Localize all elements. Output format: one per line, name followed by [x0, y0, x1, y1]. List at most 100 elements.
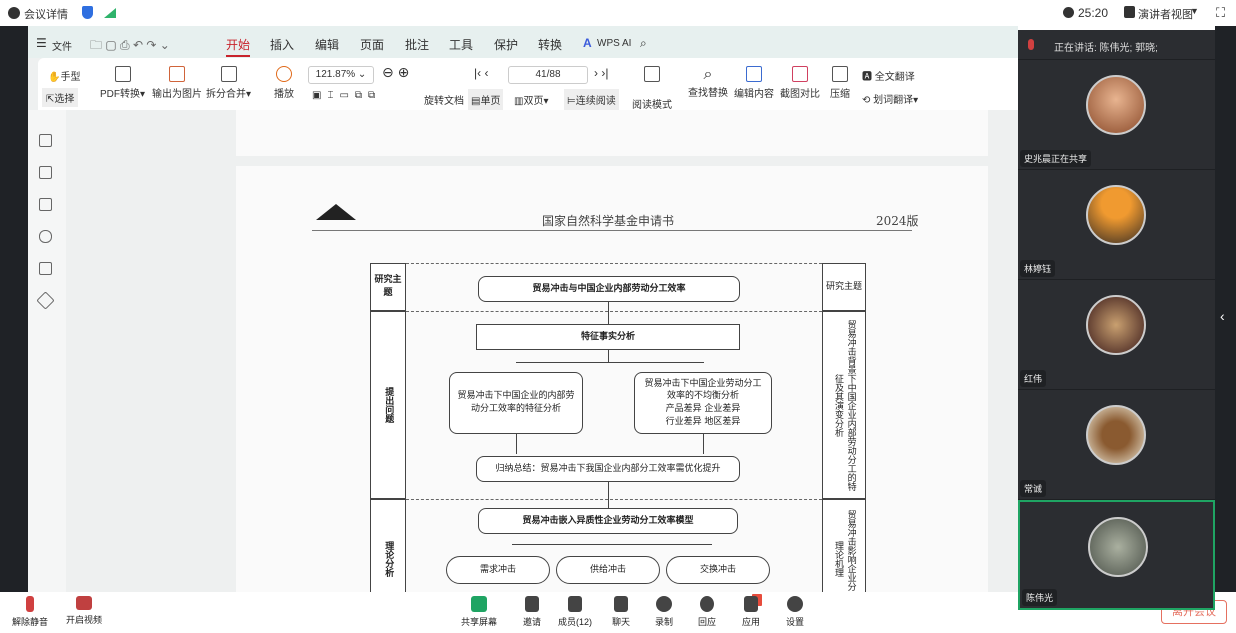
double-page-button[interactable]: ▥双页▾: [514, 96, 549, 107]
signal-icon: [104, 8, 116, 18]
continuous-read-button[interactable]: ⊨连续阅读: [564, 89, 619, 110]
thumbnail-icon[interactable]: [39, 166, 52, 179]
page-header-title: 国家自然科学基金申请书: [542, 214, 675, 228]
text-line: 产品差异 企业差异: [665, 404, 741, 414]
tab-tools[interactable]: 工具: [449, 38, 474, 52]
file-menu[interactable]: 文件: [52, 42, 72, 53]
read-mode-button[interactable]: 阅读模式: [632, 66, 672, 111]
comment-icon[interactable]: [39, 198, 52, 211]
chat-button[interactable]: 聊天: [601, 596, 641, 628]
view-fit-icons[interactable]: ▣⌶▭⧉⧉: [312, 90, 382, 101]
text-line: 行业差异 地区差异: [665, 416, 741, 427]
tab-insert[interactable]: 插入: [270, 38, 295, 52]
connector: [608, 350, 609, 362]
left-label-theme: 研究主题: [370, 263, 406, 311]
hand-tool[interactable]: ✋手型: [48, 72, 81, 83]
avatar: [1086, 295, 1146, 355]
apps-button[interactable]: 应用: [731, 596, 771, 628]
word-translate-button[interactable]: ⟲ 划词翻译▾: [862, 95, 919, 106]
participant-tile[interactable]: 常诚: [1018, 390, 1215, 500]
doc-sidebar: [28, 110, 66, 592]
export-image-button[interactable]: 输出为图片: [152, 66, 202, 100]
play-button[interactable]: 播放: [274, 66, 294, 100]
right-label-problem: 贸易冲击背景下中国企业内部劳动分工的特征及其演变分析: [822, 311, 866, 499]
full-translate-button[interactable]: 🅰 全文翻译: [862, 72, 915, 83]
screenshot-compare-button[interactable]: 截图对比: [780, 66, 820, 100]
dashed-divider: [406, 499, 822, 500]
members-button[interactable]: 成员(12): [555, 596, 595, 628]
reply-button[interactable]: 回应: [687, 596, 727, 628]
participant-name: 常诚: [1020, 480, 1047, 497]
menu-icon[interactable]: ☰: [36, 36, 47, 50]
compress-button[interactable]: 压缩: [830, 66, 850, 100]
connector: [516, 434, 517, 454]
start-video-button[interactable]: 开启视频: [64, 596, 104, 626]
document-page: 国家自然科学基金申请书 2024版 研究主题 提出问题 理论分析 研究主题 贸易…: [236, 166, 988, 592]
invite-button[interactable]: 邀请: [512, 596, 552, 628]
share-screen-button[interactable]: 共享屏幕: [459, 596, 499, 628]
right-label-theme: 研究主题: [822, 263, 866, 311]
single-page-button[interactable]: ▤单页: [468, 89, 504, 110]
tab-wps-ai[interactable]: WPS AI: [597, 38, 632, 49]
export-image-icon: [169, 66, 185, 82]
info-icon[interactable]: [8, 7, 20, 19]
shield-icon[interactable]: [82, 6, 93, 19]
prev-page-buttons[interactable]: |‹ ‹: [474, 66, 489, 80]
dashed-divider: [406, 263, 822, 264]
next-page-buttons[interactable]: › ›|: [594, 66, 609, 80]
tab-protect[interactable]: 保护: [494, 38, 519, 52]
participant-tile[interactable]: 史兆晨正在共享: [1018, 60, 1215, 170]
meeting-info-link[interactable]: 会议详情: [24, 9, 68, 21]
tab-page[interactable]: 页面: [360, 38, 385, 52]
clock-icon: [1063, 7, 1074, 18]
meeting-top-bar: 会议详情 25:20 演讲者视图 ▼ ⛶: [0, 0, 1236, 26]
find-replace-button[interactable]: ⌕查找替换: [688, 66, 728, 99]
attachment-icon[interactable]: [39, 230, 52, 243]
wps-window: ☰ 文件 🗀 ▢ ⎙ ↶ ↷ ⌄ 开始 插入 编辑 页面 批注 工具 保护 转换…: [28, 26, 1018, 592]
participant-tile-active[interactable]: 陈伟光: [1018, 500, 1215, 610]
quick-access-icons[interactable]: 🗀 ▢ ⎙ ↶ ↷ ⌄: [90, 38, 170, 52]
split-merge-button[interactable]: 拆分合并▾: [206, 66, 251, 100]
left-label-problem: 提出问题: [370, 311, 406, 499]
select-tool[interactable]: ⇱选择: [42, 88, 79, 107]
record-button[interactable]: 录制: [644, 596, 684, 628]
connector: [512, 544, 712, 545]
gear-icon: [787, 596, 803, 612]
connector: [703, 434, 704, 454]
ribbon-tabs: ☰ 文件 🗀 ▢ ⎙ ↶ ↷ ⌄ 开始 插入 编辑 页面 批注 工具 保护 转换…: [28, 26, 1018, 58]
compress-icon: [832, 66, 848, 82]
book-icon: [644, 66, 660, 82]
zoom-select[interactable]: 121.87% ⌄: [308, 66, 374, 84]
settings-button[interactable]: 设置: [775, 596, 815, 628]
tab-annotate[interactable]: 批注: [405, 38, 430, 52]
bookmark-icon[interactable]: [39, 134, 52, 147]
tab-convert[interactable]: 转换: [538, 38, 563, 52]
zoom-controls[interactable]: ⊖ ⊕: [382, 64, 410, 80]
rotate-button[interactable]: 旋转文档: [424, 96, 464, 107]
participant-tile[interactable]: 林婷钰: [1018, 170, 1215, 280]
layers-icon[interactable]: [36, 291, 55, 310]
avatar: [1086, 405, 1146, 465]
page-number-input[interactable]: 41/88: [508, 66, 588, 84]
wps-ai-logo-icon: A: [583, 36, 592, 50]
signature-icon[interactable]: [39, 262, 52, 275]
tab-start[interactable]: 开始: [226, 36, 251, 57]
arrow-line: [608, 302, 609, 324]
presenter-view-button[interactable]: 演讲者视图: [1138, 9, 1193, 21]
tab-edit[interactable]: 编辑: [315, 38, 340, 52]
arrow-line: [608, 482, 609, 508]
search-icon[interactable]: ⌕: [640, 36, 647, 50]
fullscreen-icon[interactable]: ⛶: [1216, 5, 1226, 20]
participant-tile[interactable]: 红伟: [1018, 280, 1215, 390]
avatar: [1088, 517, 1148, 577]
edit-content-button[interactable]: 编辑内容: [734, 66, 774, 100]
collapse-panel-icon[interactable]: ‹: [1220, 308, 1225, 324]
unmute-button[interactable]: 解除静音: [10, 596, 50, 628]
split-merge-icon: [220, 66, 237, 82]
pdf-convert-button[interactable]: PDF转换▾: [100, 66, 145, 100]
nsfc-logo-icon: [316, 204, 356, 220]
page-header-year: 2024版: [876, 214, 919, 228]
chevron-down-icon[interactable]: ▼: [1190, 6, 1199, 16]
presenter-view-icon[interactable]: [1124, 6, 1135, 18]
box-summary: 归纳总结：贸易冲击下我国企业内部分工效率需优化提升: [476, 456, 740, 482]
